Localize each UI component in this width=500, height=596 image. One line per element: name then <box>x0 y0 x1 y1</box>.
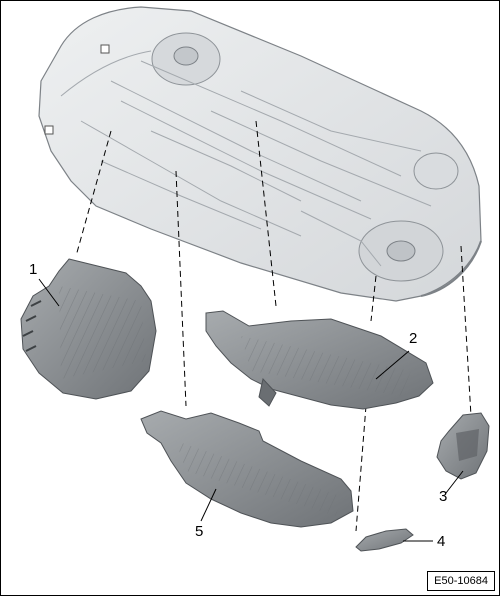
alignment-line-4 <box>355 405 367 532</box>
front-left-mount-tab <box>100 44 110 54</box>
underbody-detail-lines <box>60 50 432 267</box>
callout-5: 5 <box>195 523 204 540</box>
part-3-rear-bracket <box>436 412 490 480</box>
alignment-lines <box>75 120 472 532</box>
leader-line-3 <box>445 470 464 494</box>
leader-lines <box>38 278 464 542</box>
alignment-line-2b <box>370 275 377 322</box>
leader-line-2 <box>375 350 410 380</box>
part-4-small-cover <box>355 528 414 552</box>
rear-hub <box>386 240 416 262</box>
part-5-center-panel <box>140 410 354 528</box>
alignment-line-2a <box>255 120 277 307</box>
part-2-center-panel <box>205 310 434 410</box>
alignment-line-3 <box>460 245 472 417</box>
alignment-line-1 <box>75 130 112 257</box>
leader-line-5 <box>200 488 217 522</box>
callout-2: 2 <box>409 330 418 347</box>
part-1-front-panel <box>20 258 157 400</box>
spare-wheel-well <box>413 152 459 190</box>
rear-bumper-edge <box>420 240 482 297</box>
front-right-mount-tab <box>44 125 54 135</box>
front-strut-top <box>173 46 199 66</box>
callout-1: 1 <box>29 261 38 278</box>
callout-3: 3 <box>439 488 448 505</box>
figure-code-label: E50-10684 <box>427 571 495 591</box>
leader-line-1 <box>38 278 60 307</box>
callout-4: 4 <box>437 533 446 550</box>
